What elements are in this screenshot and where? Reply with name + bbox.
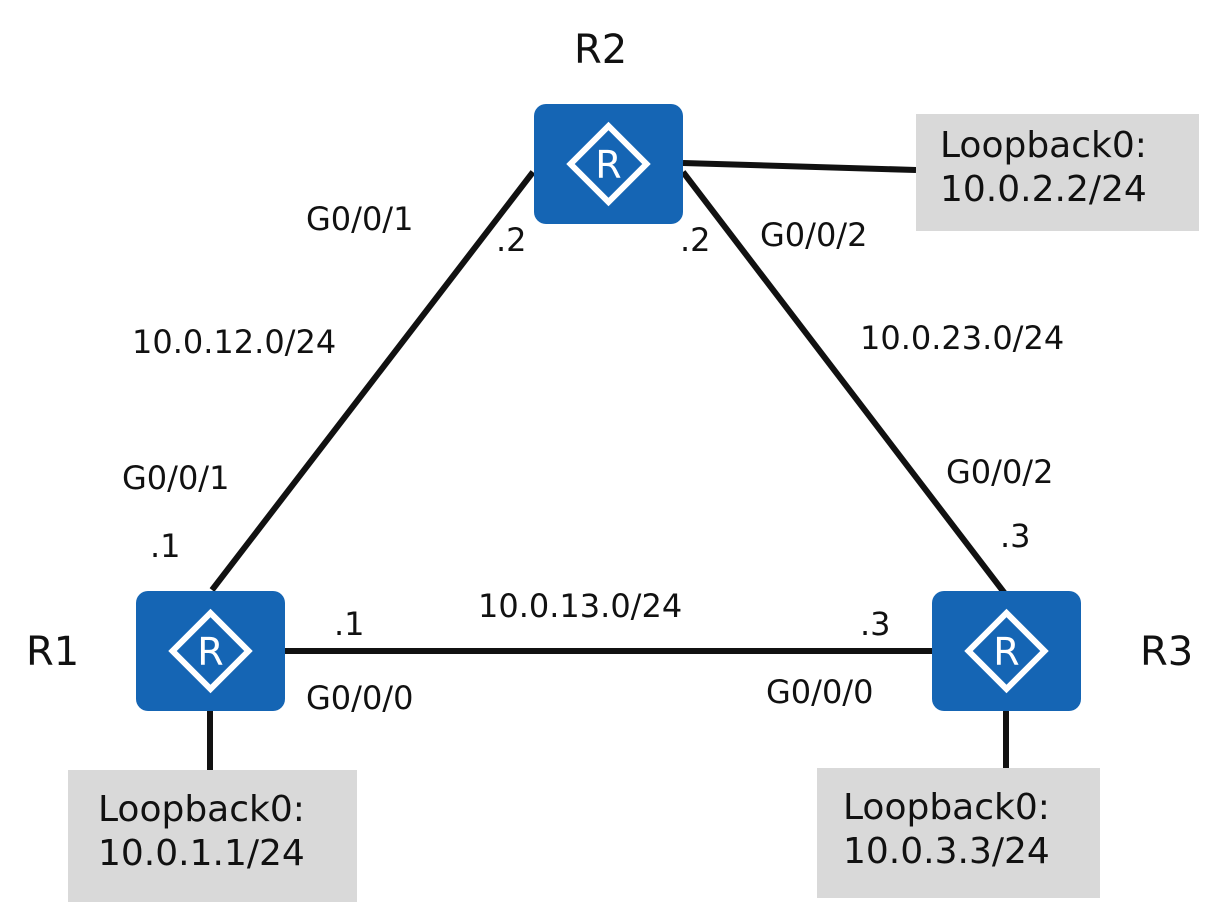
- r3-interface-to-r2: G0/0/2: [946, 453, 1054, 491]
- link-r2-loopback: [682, 160, 917, 173]
- loopback-r3-name: Loopback0:: [843, 787, 1050, 828]
- svg-text:R: R: [197, 630, 223, 674]
- router-r3[interactable]: R: [932, 591, 1081, 711]
- loopback-r2-address: 10.0.2.2/24: [940, 169, 1147, 210]
- loopback-r3-address: 10.0.3.3/24: [843, 831, 1050, 872]
- router-r2[interactable]: R: [534, 104, 683, 224]
- r3-interface-to-r1: G0/0/0: [766, 673, 874, 711]
- router-r3-name: R3: [1140, 629, 1194, 675]
- network-r1-r3: 10.0.13.0/24: [478, 587, 683, 625]
- r2-host-to-r3: .2: [680, 221, 711, 259]
- loopback-r3: Loopback0: 10.0.3.3/24: [817, 768, 1100, 898]
- r3-host-to-r2: .3: [1000, 517, 1031, 555]
- network-r2-r3: 10.0.23.0/24: [860, 319, 1065, 357]
- loopback-r1: Loopback0: 10.0.1.1/24: [68, 770, 357, 902]
- router-r-icon: R: [168, 608, 253, 694]
- router-r2-name: R2: [574, 27, 628, 73]
- r2-host-to-r1: .2: [496, 221, 527, 259]
- router-r-icon: R: [566, 121, 651, 207]
- r2-interface-to-r1: G0/0/1: [306, 200, 414, 238]
- network-r1-r2: 10.0.12.0/24: [132, 323, 337, 361]
- r1-interface-to-r2: G0/0/1: [122, 459, 230, 497]
- loopback-r2: Loopback0: 10.0.2.2/24: [916, 114, 1199, 231]
- r3-host-to-r1: .3: [860, 605, 891, 643]
- r1-interface-to-r3: G0/0/0: [306, 679, 414, 717]
- r2-interface-to-r3: G0/0/2: [760, 216, 868, 254]
- loopback-r2-name: Loopback0:: [940, 125, 1147, 166]
- router-r1[interactable]: R: [136, 591, 285, 711]
- svg-text:R: R: [595, 143, 621, 187]
- loopback-r1-address: 10.0.1.1/24: [98, 833, 305, 874]
- router-r1-name: R1: [26, 629, 80, 675]
- r1-host-to-r2: .1: [150, 527, 181, 565]
- loopback-r1-name: Loopback0:: [98, 789, 305, 830]
- link-r1-r2: [209, 170, 536, 592]
- link-r2-r3: [680, 170, 1009, 597]
- router-r-icon: R: [964, 608, 1049, 694]
- svg-text:R: R: [993, 630, 1019, 674]
- r1-host-to-r3: .1: [334, 605, 365, 643]
